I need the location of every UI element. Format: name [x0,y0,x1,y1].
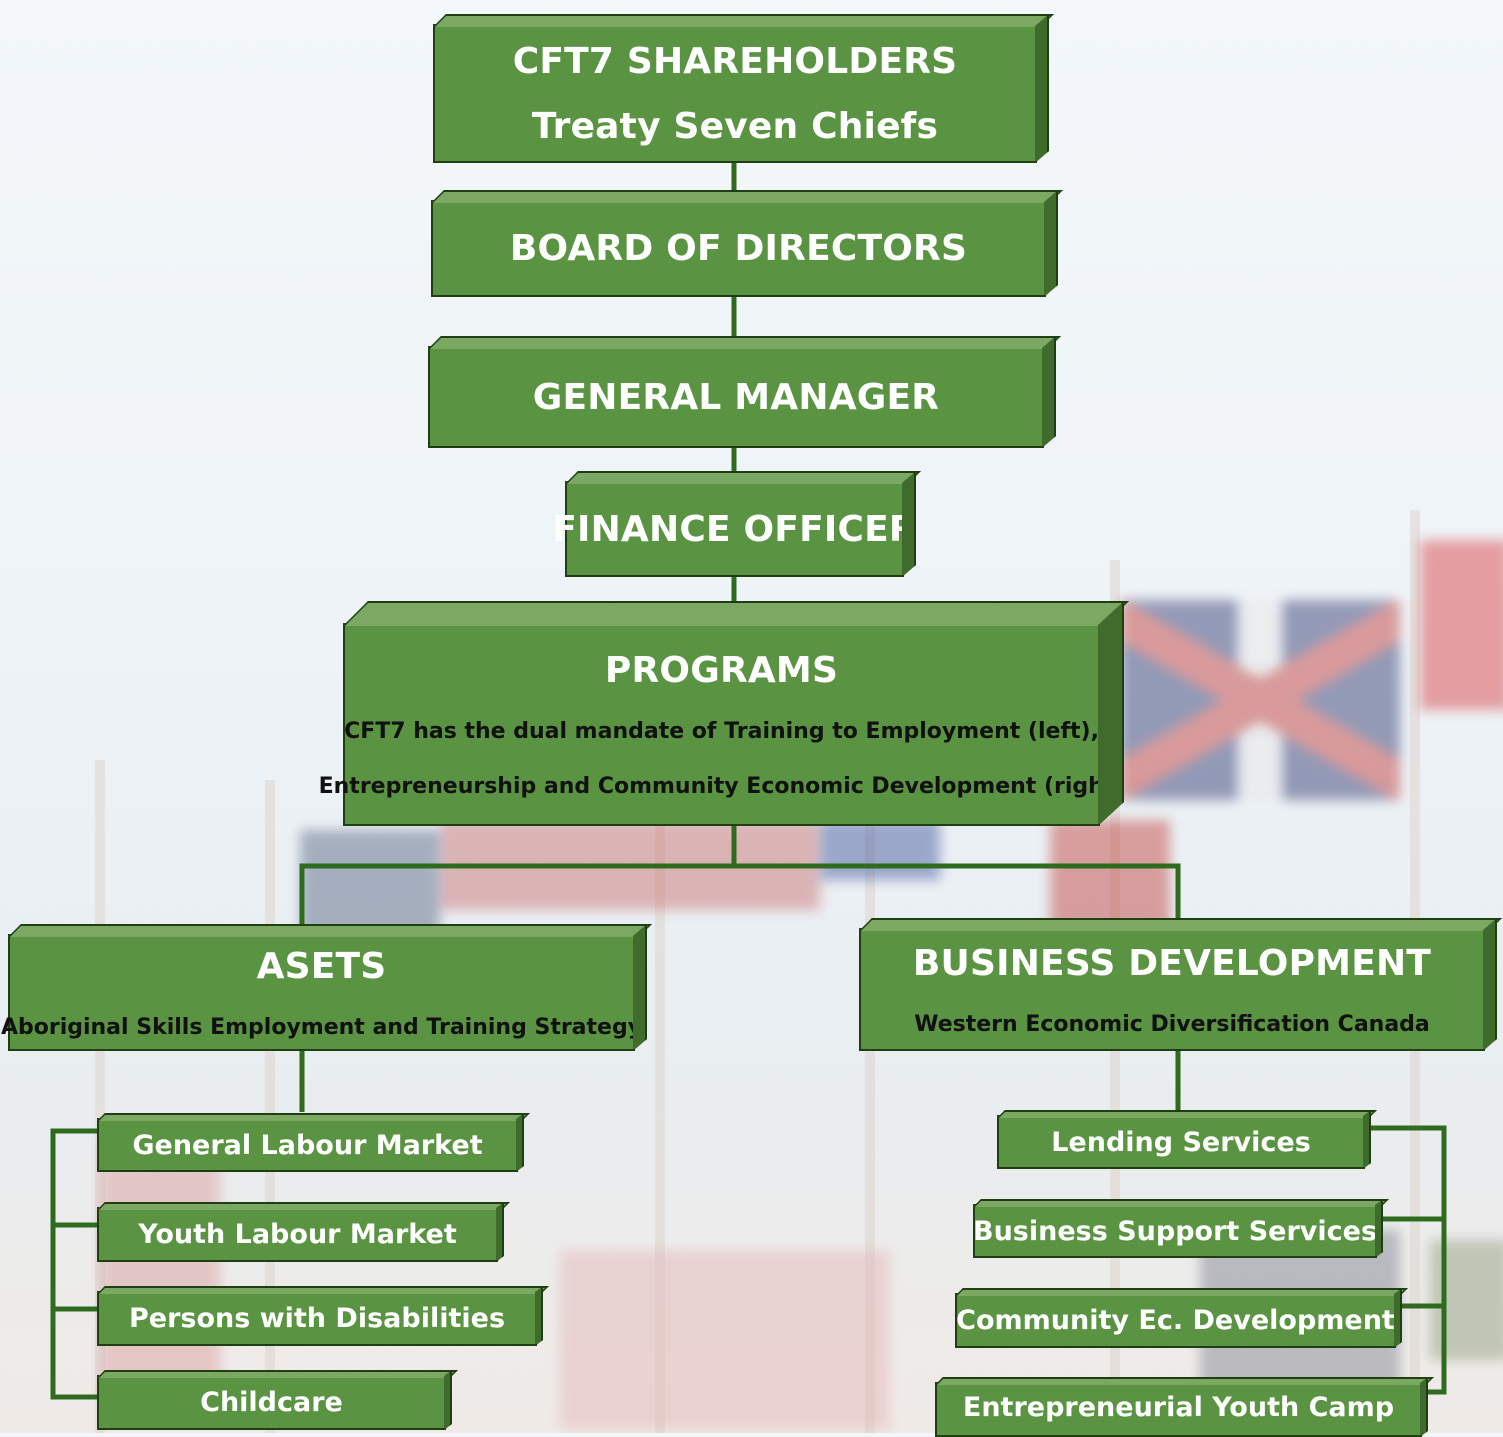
community-ec-development-label: Community Ec. Development [956,1305,1395,1336]
persons-with-disabilities-box: Persons with Disabilities [97,1286,549,1346]
asets-title: ASETS [256,945,387,987]
youth-labour-market-label: Youth Labour Market [138,1219,457,1250]
childcare-label: Childcare [200,1387,343,1418]
board-of-directors-box: BOARD OF DIRECTORS [431,190,1063,297]
programs-description-line1: CFT7 has the dual mandate of Training to… [344,719,1099,744]
shareholders-box: CFT7 SHAREHOLDERS Treaty Seven Chiefs [433,14,1054,163]
shareholders-subtitle: Treaty Seven Chiefs [531,105,939,147]
programs-box: PROGRAMS CFT7 has the dual mandate of Tr… [319,601,1129,826]
board-title: BOARD OF DIRECTORS [509,228,968,269]
persons-with-disabilities-label: Persons with Disabilities [128,1303,506,1334]
business-development-subtitle: Western Economic Diversification Canada [914,1011,1430,1037]
asets-box: ASETS Aboriginal Skills Employment and T… [1,924,652,1051]
general-labour-market-label: General Labour Market [132,1129,483,1161]
entrepreneurial-youth-camp-box: Entrepreneurial Youth Camp [935,1377,1434,1437]
childcare-box: Childcare [97,1370,458,1430]
business-development-box: BUSINESS DEVELOPMENT Western Economic Di… [859,918,1502,1051]
general-manager-box: GENERAL MANAGER [428,336,1061,448]
lending-services-label: Lending Services [1051,1126,1311,1158]
business-development-title: BUSINESS DEVELOPMENT [912,942,1432,984]
programs-description-line2: Entrepreneurship and Community Economic … [318,774,1125,799]
lending-services-box: Lending Services [997,1110,1377,1169]
general-manager-title: GENERAL MANAGER [532,376,940,418]
finance-officer-box: FINANCE OFFICER [552,471,921,577]
youth-labour-market-box: Youth Labour Market [97,1202,510,1262]
general-labour-market-box: General Labour Market [97,1113,530,1172]
asets-subtitle: Aboriginal Skills Employment and Trainin… [0,1014,643,1040]
community-ec-development-box: Community Ec. Development [955,1288,1408,1348]
shareholders-title: CFT7 SHAREHOLDERS [512,40,958,82]
business-support-services-label: Business Support Services [973,1215,1378,1247]
finance-officer-title: FINANCE OFFICER [552,508,917,550]
business-support-services-box: Business Support Services [973,1199,1389,1258]
programs-title: PROGRAMS [604,650,839,691]
entrepreneurial-youth-camp-label: Entrepreneurial Youth Camp [962,1392,1395,1423]
